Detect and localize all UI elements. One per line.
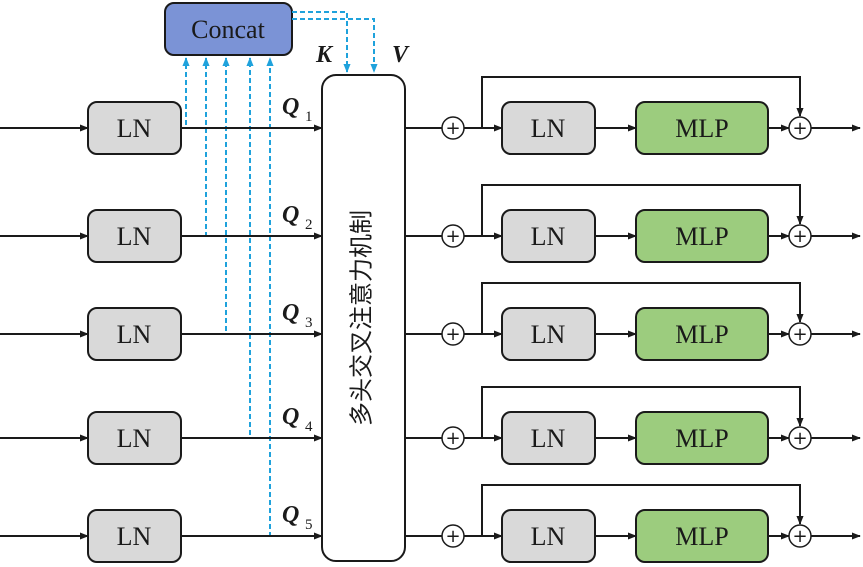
ln-label: LN (117, 424, 152, 453)
query-label: Q (282, 300, 299, 326)
mlp-label: MLP (675, 522, 728, 551)
ln2-label: LN (531, 320, 566, 349)
query-label: Q (282, 502, 299, 528)
query-subscript: 2 (305, 217, 313, 233)
k-label: K (315, 42, 334, 68)
ln2-label: LN (531, 522, 566, 551)
add-symbol-2: + (792, 226, 807, 247)
ln2-label: LN (531, 114, 566, 143)
attention-block: 多头交叉注意力机制 (321, 74, 406, 562)
attention-box (321, 74, 406, 562)
query-subscript: 1 (305, 109, 313, 125)
query-subscript: 3 (305, 315, 313, 331)
v-label: V (392, 42, 410, 68)
add-symbol-2: + (792, 324, 807, 345)
attention-label: 多头交叉注意力机制 (348, 210, 376, 426)
ln3-concat-link (181, 57, 230, 335)
mlp-label: MLP (675, 114, 728, 143)
residual-link (481, 184, 804, 236)
query-label: Q (282, 404, 299, 430)
residual-link (481, 282, 804, 334)
add-symbol-1: + (445, 118, 460, 139)
k-dashed-link (292, 11, 351, 73)
add-symbol-2: + (792, 526, 807, 547)
query-subscript: 5 (305, 517, 313, 533)
add-symbol-1: + (445, 324, 460, 345)
add-symbol-1: + (445, 226, 460, 247)
ln-label: LN (117, 222, 152, 251)
add-symbol-2: + (792, 118, 807, 139)
concat-label: Concat (191, 15, 265, 44)
ln-label: LN (117, 320, 152, 349)
mlp-label: MLP (675, 424, 728, 453)
concat-to-kv-links (292, 11, 378, 73)
add-symbol-1: + (445, 526, 460, 547)
residual-link (481, 484, 804, 536)
residual-link (481, 386, 804, 438)
residual-link (481, 76, 804, 128)
v-dashed-link (292, 18, 378, 73)
concat-block: Concat (164, 2, 293, 56)
mlp-label: MLP (675, 320, 728, 349)
add-symbol-2: + (792, 428, 807, 449)
ln-label: LN (117, 114, 152, 143)
ln-label: LN (117, 522, 152, 551)
mlp-label: MLP (675, 222, 728, 251)
ln2-concat-link (181, 57, 210, 237)
ln2-label: LN (531, 424, 566, 453)
ln4-concat-link (181, 57, 254, 439)
ln-to-concat-links (181, 57, 274, 537)
query-subscript: 4 (305, 419, 313, 435)
add-symbol-1: + (445, 428, 460, 449)
query-label: Q (282, 94, 299, 120)
ln2-label: LN (531, 222, 566, 251)
concat-box (164, 2, 293, 56)
query-label: Q (282, 202, 299, 228)
